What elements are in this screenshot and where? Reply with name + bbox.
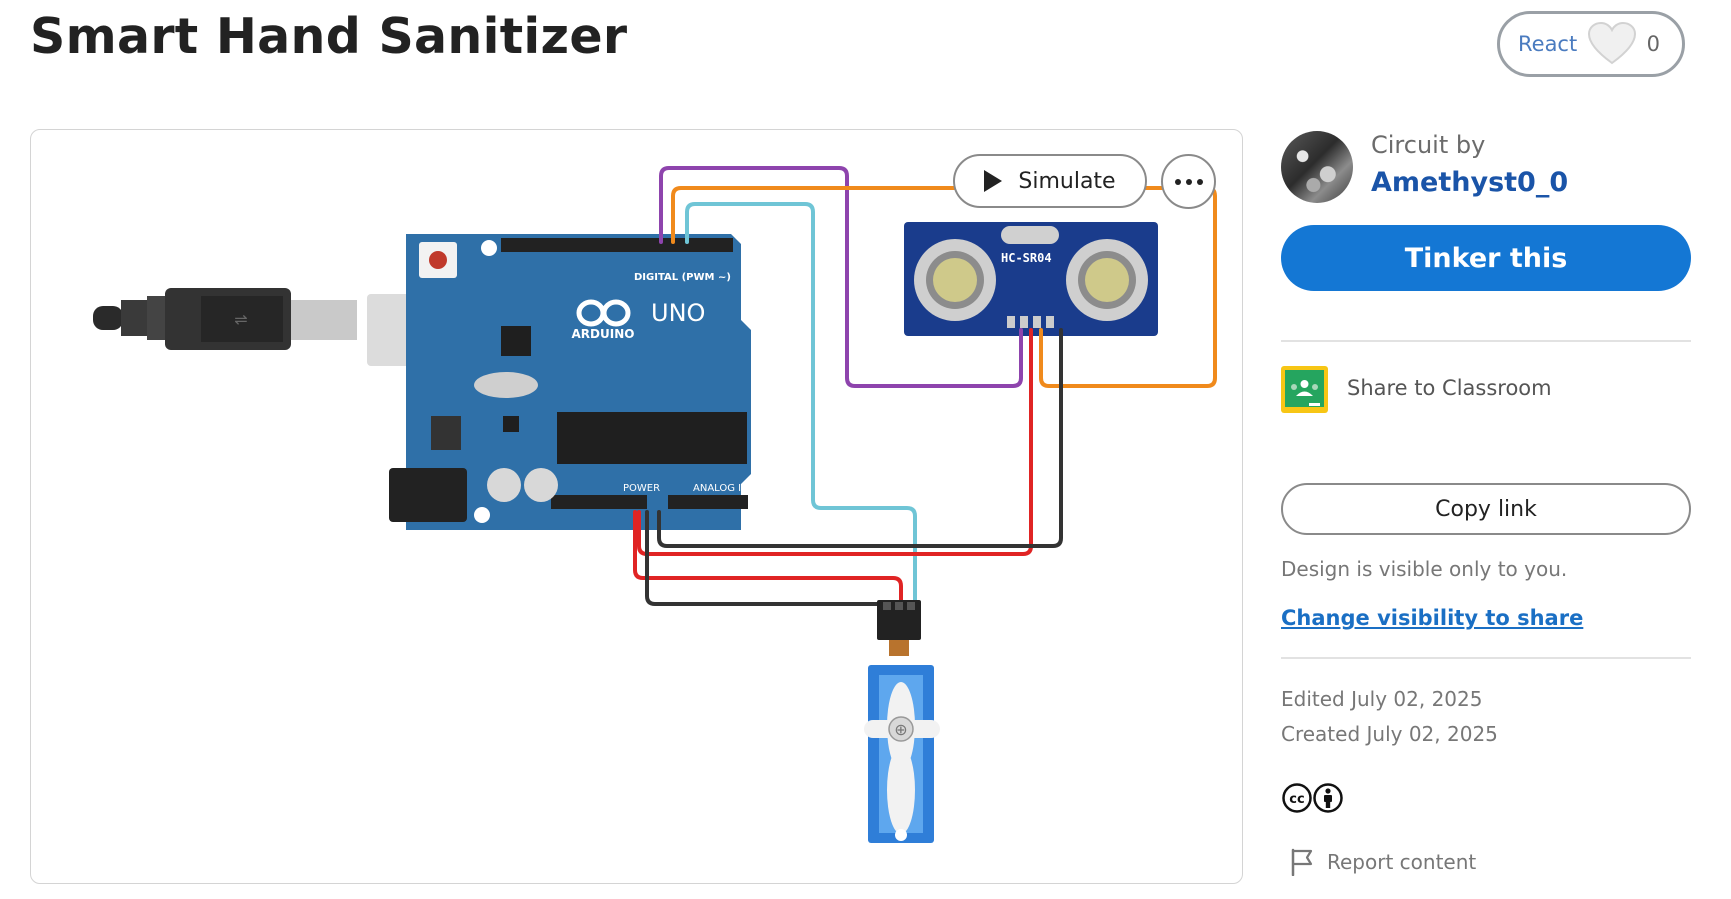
react-count: 0: [1646, 32, 1660, 56]
page-title: Smart Hand Sanitizer: [30, 8, 628, 65]
share-to-classroom-link[interactable]: Share to Classroom: [1347, 376, 1552, 400]
arduino-digital-text: DIGITAL (PWM ~): [634, 272, 731, 283]
author-name-link[interactable]: Amethyst0_0: [1371, 167, 1569, 198]
svg-text:⊕: ⊕: [894, 720, 907, 739]
arduino-board: ARDUINO UNO DIGITAL (PWM ~) POWER ANALOG…: [389, 234, 780, 530]
more-options-icon: [1174, 178, 1181, 185]
sensor-model-text: HC-SR04: [1001, 251, 1052, 265]
play-icon: [984, 170, 1003, 192]
creative-commons-icon[interactable]: cc: [1281, 782, 1345, 814]
simulate-label: Simulate: [1018, 168, 1116, 194]
servo-motor: ⊕: [864, 600, 940, 843]
ultrasonic-sensor: HC-SR04: [904, 222, 1158, 336]
circuit-by-label: Circuit by: [1371, 131, 1486, 159]
svg-text:cc: cc: [1289, 792, 1304, 807]
created-date: Created July 02, 2025: [1281, 722, 1498, 746]
change-visibility-link[interactable]: Change visibility to share: [1281, 606, 1584, 630]
arduino-logo-text: ARDUINO: [572, 327, 635, 341]
usb-cable: ⇌: [93, 288, 459, 366]
more-options-button[interactable]: [1161, 154, 1216, 209]
arduino-analog-text: ANALOG IN: [693, 483, 749, 494]
react-label: React: [1518, 32, 1578, 56]
sidebar-divider: [1281, 340, 1691, 342]
heart-icon: [1587, 21, 1636, 65]
arduino-power-text: POWER: [623, 483, 660, 494]
circuit-wires: [633, 166, 1217, 606]
simulate-button[interactable]: Simulate: [953, 154, 1147, 208]
arduino-model-text: UNO: [651, 299, 705, 327]
sidebar-divider: [1281, 657, 1691, 659]
report-content-label: Report content: [1327, 850, 1477, 874]
react-button[interactable]: React 0: [1497, 11, 1685, 77]
author-avatar[interactable]: [1281, 131, 1353, 203]
circuit-diagram: ⇌ ARDUI: [93, 166, 1217, 843]
tinker-this-button[interactable]: Tinker this: [1281, 225, 1691, 291]
svg-text:⇌: ⇌: [234, 310, 247, 329]
circuit-canvas[interactable]: ⇌ ARDUI: [30, 129, 1243, 884]
copy-link-button[interactable]: Copy link: [1281, 483, 1691, 535]
flag-icon: [1291, 848, 1313, 876]
visibility-note: Design is visible only to you.: [1281, 557, 1568, 581]
google-classroom-icon[interactable]: [1281, 366, 1328, 413]
report-content-link[interactable]: Report content: [1289, 848, 1476, 876]
edited-date: Edited July 02, 2025: [1281, 687, 1483, 711]
